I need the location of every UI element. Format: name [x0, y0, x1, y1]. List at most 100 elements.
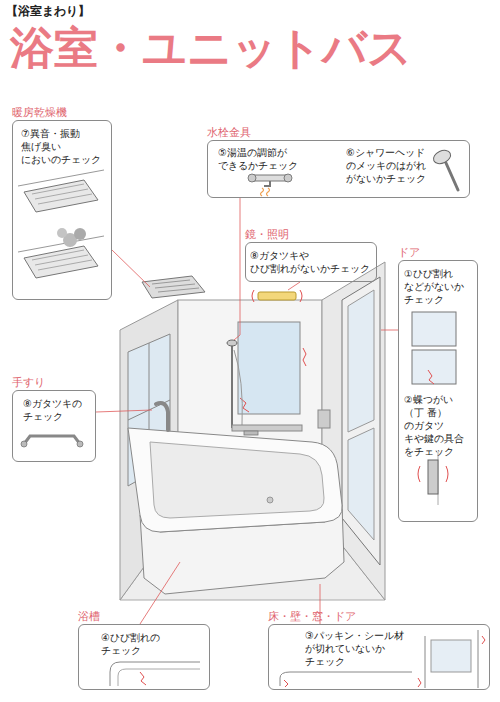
bathroom-room [120, 262, 385, 600]
vent-icons-part [57, 228, 67, 238]
bathtub-part [150, 442, 324, 518]
callout-frame: ④ひび割れの チェック [78, 624, 210, 690]
vent-icons-part [24, 246, 98, 278]
mirror-and-light-part [252, 290, 254, 302]
tub-corner-icon-part [110, 662, 200, 686]
tub-corner-icon [110, 662, 200, 686]
shower-and-faucet-part [234, 350, 242, 425]
door-icons-part [428, 370, 434, 384]
callout-frame: ③パッキン・シール材 が切れていないか チェック [268, 624, 490, 690]
door-icons-part [412, 350, 456, 384]
callout-frame: ⑦異音・振動 焦げ臭い においのチェック [12, 120, 112, 300]
shower-and-faucet-part [232, 425, 302, 431]
room-door-part [348, 290, 374, 432]
ceiling-vent [142, 276, 205, 298]
leader-lines-part [96, 410, 152, 412]
category-heading: 床・壁・窓・ドア [268, 610, 356, 623]
ceiling-vent-part [152, 280, 190, 284]
door-icons-part [446, 466, 448, 482]
handrail-part [156, 403, 168, 430]
bathtub-part [128, 428, 342, 532]
mirror-and-light [238, 290, 306, 414]
callout-box: ⑤湯温の調節が できるかチェック⑥シャワーヘッド のメッキのはがれ がないかチェ… [207, 126, 470, 198]
seal-icons-part [280, 672, 412, 686]
check-item: ③パッキン・シール材 が切れていないか チェック [305, 629, 409, 668]
tub-corner-icon-part [140, 672, 146, 685]
shower-and-faucet-part [227, 340, 237, 346]
leader-lines-part [288, 282, 300, 290]
vent-icons-part [35, 189, 88, 199]
shower-head-icon-part [431, 148, 452, 166]
check-item: ②蝶つがい（丁 番）のガタツ キや鍵の具合 をチェック [404, 393, 472, 458]
bathtub-part [267, 497, 273, 503]
vent-icons-part [35, 255, 88, 265]
category-heading: 浴槽 [78, 610, 100, 623]
callout-box: ①ひび割れ などがないか チェック ②蝶つがい（丁 番）のガタツ キや鍵の具合 を… [398, 246, 478, 522]
vent-icons-part [38, 194, 92, 204]
seal-icons-part [431, 640, 471, 672]
callout-frame: ⑤湯温の調節が できるかチェック⑥シャワーヘッド のメッキのはがれ がないかチェ… [207, 140, 470, 198]
vent-icons-part [38, 260, 92, 270]
category-heading: 鏡・照明 [245, 228, 289, 241]
vent-icons [18, 170, 104, 278]
callout-box: ⑧ガタツキや ひび割れがないかチェック 鏡・照明 [245, 228, 377, 282]
faucet-icon [248, 174, 292, 196]
ceiling-vent-part [142, 276, 205, 298]
check-item: ④ひび割れの チェック [101, 631, 167, 657]
handrail-icon-part [24, 436, 80, 444]
page-title: 浴室・ユニットバス [10, 24, 412, 72]
shower-head-icon-part [446, 163, 458, 190]
faucet-icon-part [284, 174, 292, 182]
ceiling-vent-part [158, 288, 199, 292]
handrail-icon-part [21, 441, 27, 447]
shower-and-faucet-part [318, 410, 330, 428]
faucet-icon-part [267, 188, 270, 196]
check-item: ⑧ガタツキや ひび割れがないかチェック [250, 249, 374, 275]
vent-icons-part [74, 228, 86, 240]
room-door-part [342, 277, 380, 565]
check-item: ⑦異音・振動 焦げ臭い においのチェック [21, 127, 105, 166]
vent-icons-part [18, 236, 104, 252]
seal-icons-part [284, 680, 288, 687]
check-item: ①ひび割れ などがないか チェック [404, 267, 472, 306]
leader-lines [96, 198, 398, 624]
check-item: ⑧ガタツキの チェック [23, 397, 89, 423]
bathtub [128, 428, 344, 594]
mirror-and-light-part [303, 348, 306, 366]
check-item: ⑥シャワーヘッド のメッキのはがれ がないかチェック [346, 146, 431, 185]
vent-icons-part [18, 170, 104, 186]
vent-icons-part [32, 250, 84, 260]
vent-icons-part [32, 184, 84, 194]
callout-box: ④ひび割れの チェック浴槽 [78, 610, 210, 690]
shower-and-faucet-part [244, 431, 258, 435]
callout-box: ③パッキン・シール材 が切れていないか チェック 床・壁・窓・ドア [268, 610, 490, 690]
seal-icons [280, 630, 485, 688]
mirror-and-light-part [240, 398, 249, 412]
category-heading: 水栓金具 [207, 126, 251, 139]
door-icons-part [412, 312, 456, 346]
shower-and-faucet [227, 340, 330, 435]
callout-frame: ⑧ガタツキの チェック [12, 390, 96, 462]
faucet-icon-part [248, 174, 256, 182]
room-door [342, 277, 380, 565]
vent-icons-part [24, 180, 98, 212]
seal-icons-part [478, 630, 479, 688]
leader-lines-part [112, 250, 150, 287]
category-heading: ドア [398, 246, 420, 259]
callout-box: ⑧ガタツキの チェック 手すり [12, 376, 96, 462]
handrail-icon-part [77, 441, 83, 447]
door-icons-part [428, 460, 438, 494]
section-tag: 【浴室まわり】 [6, 4, 90, 18]
category-heading: 暖房乾燥機 [12, 106, 67, 119]
handrail-icon [21, 436, 83, 447]
category-heading: 手すり [12, 376, 45, 389]
ceiling-vent-part [155, 284, 195, 288]
seal-icons-part [482, 636, 485, 644]
shower-and-faucet-part [231, 345, 233, 428]
tub-corner-icon-part [118, 669, 200, 686]
leader-lines-part [381, 330, 398, 331]
handrail [156, 403, 168, 430]
